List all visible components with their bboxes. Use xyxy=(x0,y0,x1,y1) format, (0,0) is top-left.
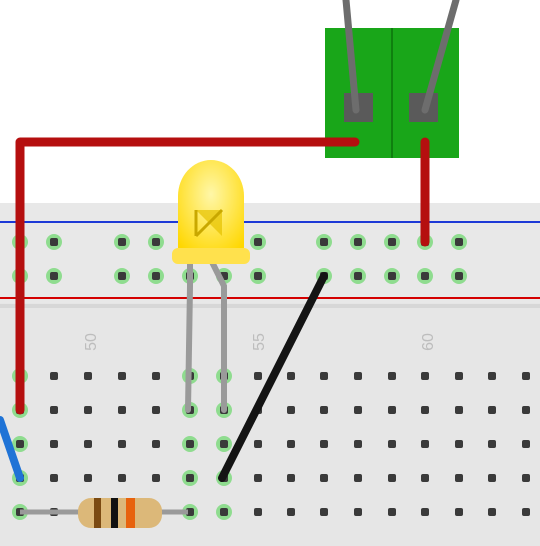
breadboard-hole xyxy=(388,272,396,280)
breadboard-hole xyxy=(354,474,362,482)
breadboard-hole xyxy=(84,372,92,380)
breadboard-hole xyxy=(522,372,530,380)
breadboard-hole xyxy=(522,474,530,482)
breadboard-hole xyxy=(388,238,396,246)
breadboard-hole xyxy=(186,474,194,482)
breadboard-hole xyxy=(84,474,92,482)
breadboard-hole xyxy=(220,508,228,516)
breadboard-hole xyxy=(320,238,328,246)
breadboard-hole xyxy=(118,238,126,246)
breadboard-hole xyxy=(84,440,92,448)
breadboard-hole xyxy=(50,272,58,280)
breadboard-hole xyxy=(421,372,429,380)
breadboard-hole xyxy=(320,372,328,380)
breadboard-hole xyxy=(455,272,463,280)
breadboard-hole xyxy=(152,440,160,448)
terminal-lead-right xyxy=(421,0,460,114)
breadboard-hole xyxy=(488,406,496,414)
breadboard-hole xyxy=(421,272,429,280)
breadboard-hole xyxy=(421,474,429,482)
breadboard-hole xyxy=(320,474,328,482)
breadboard-hole xyxy=(254,238,262,246)
breadboard-hole xyxy=(455,474,463,482)
breadboard-hole xyxy=(388,372,396,380)
breadboard-hole xyxy=(152,238,160,246)
column-label-50: 50 xyxy=(83,333,100,351)
terminal-lead-left xyxy=(342,0,360,114)
breadboard-rail-strip xyxy=(0,203,540,303)
breadboard-hole xyxy=(388,440,396,448)
breadboard-hole xyxy=(287,372,295,380)
led-leg-left xyxy=(185,259,193,413)
breadboard-hole xyxy=(455,406,463,414)
breadboard-hole xyxy=(455,238,463,246)
blue-wire xyxy=(0,416,24,482)
breadboard-hole xyxy=(354,372,362,380)
breadboard-hole xyxy=(118,440,126,448)
breadboard-hole xyxy=(421,508,429,516)
breadboard-hole xyxy=(522,406,530,414)
breadboard-hole xyxy=(488,440,496,448)
breadboard-hole xyxy=(152,406,160,414)
breadboard-hole xyxy=(16,440,24,448)
breadboard-hole xyxy=(50,372,58,380)
breadboard-hole xyxy=(50,440,58,448)
black-ground-wire xyxy=(218,272,328,482)
breadboard-hole xyxy=(287,406,295,414)
breadboard-hole xyxy=(254,440,262,448)
breadboard-hole xyxy=(354,406,362,414)
breadboard-divider xyxy=(0,304,540,308)
breadboard-hole xyxy=(254,508,262,516)
led-leg-right xyxy=(209,259,227,413)
breadboard-hole xyxy=(220,440,228,448)
breadboard-hole xyxy=(84,406,92,414)
breadboard-hole xyxy=(522,508,530,516)
breadboard-hole xyxy=(388,474,396,482)
breadboard-hole xyxy=(254,272,262,280)
resistor xyxy=(20,498,188,528)
breadboard-hole xyxy=(118,474,126,482)
breadboard-hole xyxy=(388,406,396,414)
column-label-60: 60 xyxy=(420,333,437,351)
breadboard-hole xyxy=(488,372,496,380)
breadboard-hole xyxy=(186,440,194,448)
led xyxy=(172,160,250,264)
breadboard-hole xyxy=(354,272,362,280)
breadboard-hole xyxy=(455,372,463,380)
breadboard-hole xyxy=(152,272,160,280)
breadboard-hole xyxy=(254,372,262,380)
breadboard-hole xyxy=(152,372,160,380)
breadboard-hole xyxy=(118,406,126,414)
breadboard-hole xyxy=(287,508,295,516)
breadboard-hole xyxy=(152,474,160,482)
breadboard-hole xyxy=(421,440,429,448)
breadboard-hole xyxy=(354,440,362,448)
breadboard-hole xyxy=(287,474,295,482)
breadboard-hole xyxy=(118,272,126,280)
breadboard-hole xyxy=(455,508,463,516)
column-label-55: 55 xyxy=(251,333,268,351)
breadboard-hole xyxy=(421,406,429,414)
breadboard-hole xyxy=(354,508,362,516)
breadboard-hole xyxy=(522,440,530,448)
breadboard-hole xyxy=(320,508,328,516)
breadboard-hole xyxy=(455,440,463,448)
breadboard-hole xyxy=(320,406,328,414)
breadboard-hole xyxy=(488,474,496,482)
breadboard-hole xyxy=(388,508,396,516)
breadboard-hole xyxy=(287,440,295,448)
breadboard-hole xyxy=(320,440,328,448)
breadboard-hole xyxy=(50,474,58,482)
red-power-wire xyxy=(15,137,360,415)
breadboard-hole xyxy=(50,406,58,414)
breadboard-hole xyxy=(354,238,362,246)
breadboard-hole xyxy=(488,508,496,516)
breadboard-hole xyxy=(254,474,262,482)
breadboard-hole xyxy=(50,238,58,246)
breadboard-hole xyxy=(118,372,126,380)
